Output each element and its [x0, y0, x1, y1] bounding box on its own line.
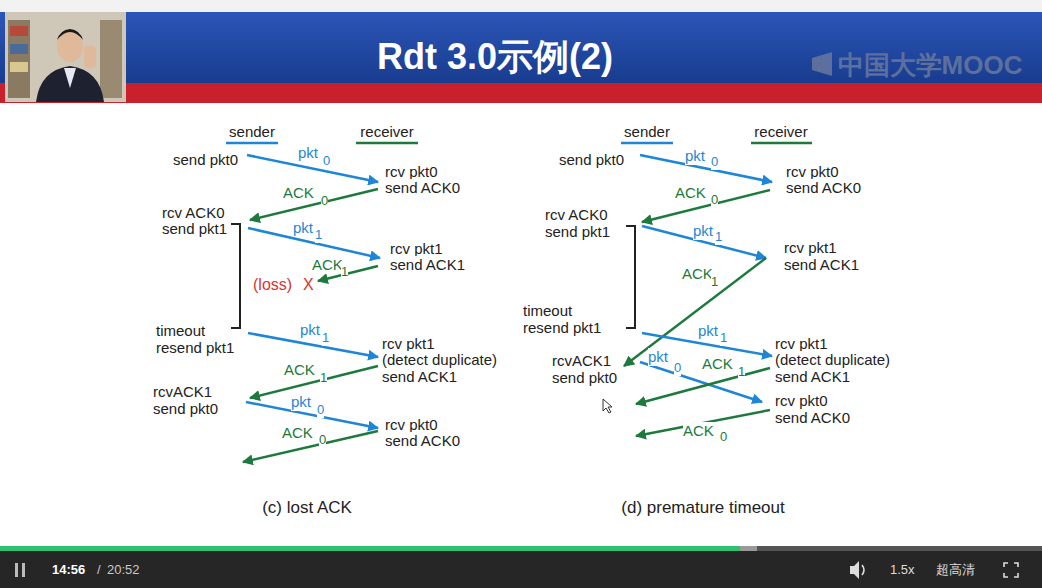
- step-text: send pkt0: [552, 369, 617, 387]
- time-total: /: [97, 562, 101, 578]
- title-band: [0, 12, 1042, 83]
- ack-label: ACK: [283, 184, 314, 202]
- figure-caption: (c) lost ACK: [262, 498, 352, 518]
- sequence-number: 1: [738, 364, 745, 380]
- progress-buffer: [740, 546, 757, 551]
- ack-label: ACK: [675, 184, 706, 202]
- step-text: send ACK0: [385, 432, 460, 450]
- step-text: sender: [624, 123, 670, 141]
- step-text: sender: [229, 123, 275, 141]
- figure-caption: (d) premature timeout: [621, 498, 784, 518]
- red-stripe: [0, 83, 1042, 103]
- step-text: send pkt1: [162, 220, 227, 238]
- step-text: send pkt1: [545, 223, 610, 241]
- ack-label: ACK: [282, 424, 313, 442]
- loss-mark: (loss): [253, 275, 292, 294]
- receiver-underline: [356, 142, 418, 145]
- ack-label: ACK: [312, 256, 343, 274]
- step-text: send ACK0: [775, 409, 850, 427]
- step-text: rcvACK1: [153, 383, 212, 401]
- step-text: rcv pkt0: [775, 392, 828, 410]
- packet-label: pkt: [648, 348, 668, 366]
- sequence-number: 1: [715, 229, 722, 245]
- sequence-number: 0: [711, 154, 718, 170]
- step-text: resend pkt1: [156, 339, 234, 357]
- sequence-number: 0: [321, 193, 328, 209]
- progress-played: [0, 546, 740, 551]
- pause-icon: [15, 563, 25, 577]
- step-text: send pkt0: [153, 400, 218, 418]
- fullscreen-icon: [1004, 563, 1018, 577]
- time-elapsed: 14:56: [52, 562, 85, 578]
- step-text: send pkt0: [173, 151, 238, 169]
- packet-label: pkt: [698, 322, 718, 340]
- sequence-number: 0: [720, 429, 727, 445]
- player-control: 超高清: [936, 562, 975, 578]
- packet-label: pkt: [685, 147, 705, 165]
- timer-bracket: [231, 224, 240, 328]
- sequence-number: 1: [711, 274, 718, 290]
- sequence-number: 0: [674, 360, 681, 376]
- time-total: 20:52: [107, 562, 140, 578]
- sequence-number: 1: [341, 264, 348, 280]
- step-text: send ACK1: [784, 256, 859, 274]
- sequence-number: 1: [322, 330, 329, 346]
- step-text: send pkt0: [559, 151, 624, 169]
- step-text: resend pkt1: [523, 319, 601, 337]
- ack-label: ACK: [683, 422, 714, 440]
- step-text: send ACK0: [786, 179, 861, 197]
- step-text: send ACK1: [775, 368, 850, 386]
- receiver-underline: [751, 142, 812, 145]
- sequence-number: 1: [315, 227, 322, 243]
- sequence-number: 1: [320, 370, 327, 386]
- packet-label: pkt: [300, 321, 320, 339]
- sequence-number: 0: [323, 153, 330, 169]
- step-text: rcv ACK0: [545, 206, 608, 224]
- volume-icon: [850, 561, 864, 579]
- step-text: rcv pkt1: [784, 239, 837, 257]
- sequence-number: 0: [711, 192, 718, 208]
- watermark-icon: [812, 52, 832, 76]
- packet-label: pkt: [693, 222, 713, 240]
- step-text: send ACK1: [390, 256, 465, 274]
- player-bar: [0, 546, 1042, 588]
- mouse-cursor: [603, 399, 612, 413]
- sequence-number: 1: [720, 330, 727, 346]
- packet-label: pkt: [291, 393, 311, 411]
- ack-label: ACK: [682, 265, 713, 283]
- progress-track: [0, 546, 1042, 551]
- step-text: (detect duplicate): [382, 351, 497, 369]
- ack-label: ACK: [702, 355, 733, 373]
- top-strip: [0, 0, 1042, 12]
- message-arrows: [243, 155, 772, 462]
- slide-title: Rdt 3.0示例(2): [377, 35, 613, 78]
- loss-mark: X: [303, 275, 314, 294]
- packet-label: pkt: [293, 219, 313, 237]
- step-text: receiver: [754, 123, 807, 141]
- step-text: (detect duplicate): [775, 351, 890, 369]
- sender-underline: [621, 142, 673, 145]
- step-text: rcvACK1: [552, 352, 611, 370]
- player-control: 1.5x: [890, 562, 915, 578]
- timer-bracket: [626, 226, 635, 328]
- step-text: timeout: [523, 302, 572, 320]
- step-text: send ACK1: [382, 368, 457, 386]
- watermark: 中国大学MOOC: [838, 50, 1023, 81]
- step-text: send ACK0: [385, 179, 460, 197]
- step-text: timeout: [156, 322, 205, 340]
- webcam-thumbnail: [5, 12, 126, 102]
- step-text: receiver: [360, 123, 413, 141]
- ack-label: ACK: [284, 361, 315, 379]
- packet-label: pkt: [298, 144, 318, 162]
- sequence-number: 0: [319, 432, 326, 448]
- sender-underline: [226, 142, 278, 145]
- sequence-number: 0: [317, 402, 324, 418]
